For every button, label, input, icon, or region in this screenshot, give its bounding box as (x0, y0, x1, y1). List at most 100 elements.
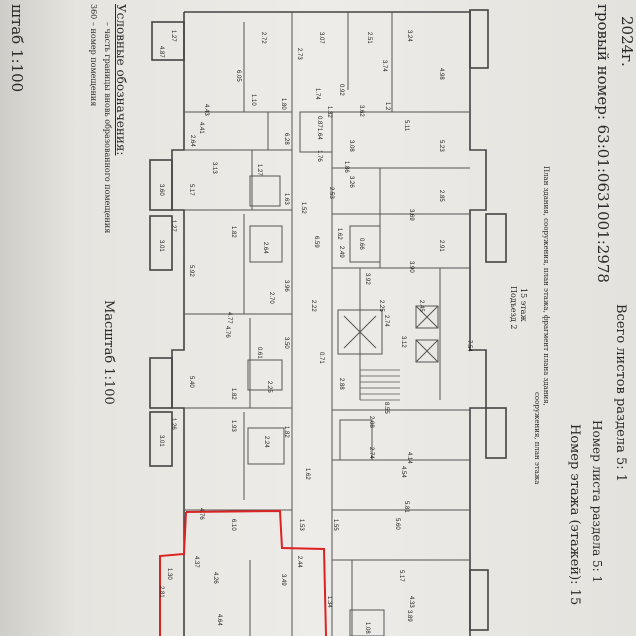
dimension-label: 4.76 (224, 326, 230, 338)
dimension-label: 2.72 (260, 32, 266, 44)
dimension-label: 1.30 (166, 568, 172, 580)
dimension-label: 4.33 (408, 596, 414, 608)
dimension-label: 1.86 (343, 161, 349, 173)
dimension-label: 5.17 (188, 184, 194, 196)
dimension-label: 3.69 (408, 209, 414, 221)
dimension-label: 1.53 (298, 519, 304, 531)
dimension-label: 3.13 (211, 162, 217, 174)
dimension-label: 1.82 (230, 388, 236, 400)
dimension-label: 2.74 (383, 315, 389, 327)
dimension-label: 1.27 (256, 164, 262, 176)
outer-walls (149, 9, 507, 636)
dimension-label: 3.60 (158, 184, 164, 196)
dimension-label: 1.2 (384, 102, 390, 111)
dimension-label: 1.27 (170, 220, 176, 232)
dimension-label: 1.08 (364, 622, 370, 634)
dimension-label: 2.74 (368, 447, 374, 459)
dimension-label: 5.92 (188, 265, 194, 277)
dimension-label: 4.77 (226, 312, 232, 324)
dimension-label: 2.53 (328, 187, 334, 199)
dimension-label: 2.64 (262, 242, 268, 254)
dimension-label: 3.07 (318, 32, 324, 44)
dimension-label: 5.17 (398, 570, 404, 582)
dimension-label: 0.66 (358, 238, 364, 250)
dimension-label: 3.01 (158, 435, 164, 447)
dimension-label: 1.93 (230, 420, 236, 432)
dimension-label: 3.89 (406, 610, 412, 622)
dimension-label: 2.24 (263, 436, 269, 448)
dimension-label: 3.24 (406, 30, 412, 42)
dimension-label: 3.08 (348, 140, 354, 152)
inner-walls (184, 12, 470, 636)
dimension-labels: 2.72 3.07 2.51 3.24 1.27 4.87 6.05 2.73 3.74 4.98… (158, 30, 472, 634)
dimension-label: 4.14 (406, 452, 412, 464)
dimension-label: 5.23 (438, 140, 444, 152)
dimension-label: 3.96 (283, 280, 289, 292)
dimension-label: 1.34 (326, 596, 332, 608)
premises-boundary-left (159, 511, 187, 636)
dimension-label: 2.88 (338, 378, 344, 390)
dimension-label: 4.54 (400, 466, 406, 478)
dimension-label: 2.51 (366, 32, 372, 44)
dimension-label: 2.73 (296, 48, 302, 60)
dimension-label: 1.74 (314, 88, 320, 100)
dimension-label: 1.55 (332, 519, 338, 531)
dimension-label: 6.05 (235, 70, 241, 82)
dimension-label: 4.37 (193, 556, 199, 568)
dimension-label: 1.52 (300, 202, 306, 214)
dimension-label: 2.44 (296, 556, 302, 568)
dimension-label: 2.85 (438, 190, 444, 202)
dimension-label: 5.81 (403, 501, 409, 513)
dimension-label: 2.25 (266, 381, 272, 393)
dimension-label: 1.82 (283, 426, 289, 438)
dimension-label: 4.98 (438, 68, 444, 80)
dimension-label: 7.54 (466, 340, 472, 352)
dimension-label: 1.27 (170, 30, 176, 42)
dimension-label: 2.91 (438, 240, 444, 252)
dimension-label: 4.76 (198, 508, 204, 520)
dimension-label: 5.40 (188, 376, 194, 388)
dimension-label: 1.32 (326, 106, 332, 118)
dimension-label: 1.62 (304, 468, 310, 480)
dimension-label: 1.63 (283, 193, 289, 205)
staircase (360, 369, 400, 401)
dimension-label: 4.64 (216, 614, 222, 626)
dimension-label: 0.92 (338, 84, 344, 96)
dimension-label: 4.43 (203, 104, 209, 116)
dimension-label: 0.87 (316, 116, 322, 128)
dimension-label: 6.10 (230, 519, 236, 531)
dimension-label: 3.12 (400, 336, 406, 348)
dimension-label: 0.61 (256, 347, 262, 359)
dimension-label: 2.64 (189, 135, 195, 147)
dimension-label: 1.10 (250, 94, 256, 106)
dimension-label: 2.45 (418, 300, 424, 312)
dimension-label: 3.01 (158, 240, 164, 252)
dimension-label: 8.55 (383, 402, 389, 414)
dimension-label: 2.08 (368, 416, 374, 428)
dimension-label: 2.81 (158, 586, 164, 598)
dimension-label: 1.76 (316, 150, 322, 162)
dimension-label: 2.70 (268, 292, 274, 304)
dimension-label: 3.50 (283, 337, 289, 349)
dimension-label: 4.87 (158, 46, 164, 58)
dimension-label: 1.64 (316, 128, 322, 140)
dimension-label: 3.92 (364, 273, 370, 285)
dimension-label: 5.60 (394, 518, 400, 530)
dimension-label: 1.26 (170, 418, 176, 430)
dimension-label: 4.26 (212, 572, 218, 584)
dimension-label: 1.80 (280, 98, 286, 110)
dimension-label: 2.49 (338, 246, 344, 258)
dimension-label: 5.11 (403, 120, 409, 132)
dimension-label: 3.62 (358, 105, 364, 117)
dimension-label: 1.82 (230, 226, 236, 238)
dimension-label: 2.22 (310, 300, 316, 312)
dimension-label: 1.62 (336, 228, 342, 240)
dimension-label: 0.71 (318, 352, 324, 364)
dimension-label: 3.26 (348, 176, 354, 188)
dimension-label: 3.74 (381, 60, 387, 72)
premises-boundary (185, 509, 327, 636)
dimension-label: 2.25 (378, 300, 384, 312)
dimension-label: 4.41 (198, 122, 204, 134)
